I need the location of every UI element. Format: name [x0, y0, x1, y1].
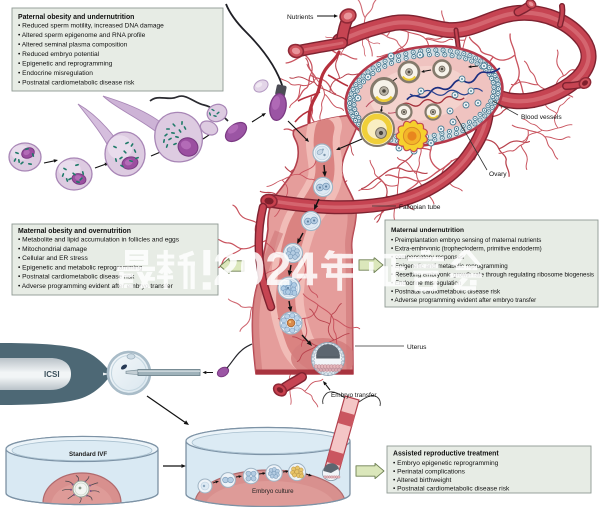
- svg-text:2024: 2024: [213, 242, 318, 295]
- svg-text:• Epigenetic and metabolic rep: • Epigenetic and metabolic reprogramming: [391, 263, 508, 270]
- svg-text:• Reduced sperm motility, incr: • Reduced sperm motility, increased DNA …: [18, 23, 164, 30]
- svg-text:Uterus: Uterus: [407, 344, 427, 351]
- svg-text:Blood vessels: Blood vessels: [521, 114, 562, 121]
- svg-text:• Perinatal complications: • Perinatal complications: [393, 468, 466, 475]
- svg-text:ICSI: ICSI: [44, 370, 60, 379]
- svg-text:Embryo culture: Embryo culture: [252, 488, 294, 495]
- svg-text:Maternal obesity and overnutri: Maternal obesity and overnutrition: [18, 228, 131, 235]
- svg-text:• Altered birthweight: • Altered birthweight: [393, 477, 452, 484]
- svg-text:Nutrients: Nutrients: [287, 14, 314, 21]
- svg-text:• Epigenetic and reprogramming: • Epigenetic and reprogramming: [18, 61, 113, 68]
- svg-text:• Adverse programming evident: • Adverse programming evident after embr…: [391, 297, 536, 304]
- svg-text:• Endocrine misregulation: • Endocrine misregulation: [18, 70, 93, 77]
- svg-text:Paternal obesity and undernutr: Paternal obesity and undernutrition: [18, 14, 134, 21]
- svg-text:Ovary: Ovary: [489, 171, 507, 178]
- svg-text:• Altered sperm epigenome and: • Altered sperm epigenome and RNA profil…: [18, 32, 146, 39]
- svg-text:• Altered seminal plasma compo: • Altered seminal plasma composition: [18, 42, 128, 49]
- svg-text:• Metabolite and lipid accumul: • Metabolite and lipid accumulation in f…: [18, 237, 180, 244]
- svg-text:• Postnatal cardiometabolic di: • Postnatal cardiometabolic disease risk: [18, 274, 135, 281]
- svg-text:Assisted reproductive treatmen: Assisted reproductive treatment: [393, 451, 499, 458]
- svg-text:Standard IVF: Standard IVF: [69, 451, 107, 458]
- svg-text:• Postnatal cardiometabolic di: • Postnatal cardiometabolic disease risk: [393, 486, 510, 493]
- svg-text:Fallopian tube: Fallopian tube: [399, 204, 441, 211]
- svg-text:• Embryo epigenetic reprogramm: • Embryo epigenetic reprogramming: [393, 460, 499, 467]
- svg-text:• Preimplantation embryo sensi: • Preimplantation embryo sensing of mate…: [391, 237, 541, 244]
- svg-text:• Mitochondrial damage: • Mitochondrial damage: [18, 246, 87, 253]
- svg-text:• Adverse programming evident: • Adverse programming evident after embr…: [18, 283, 174, 290]
- svg-text:Maternal undernutrition: Maternal undernutrition: [391, 227, 464, 234]
- svg-text:• Postnatal cardiometabolic di: • Postnatal cardiometabolic disease risk: [391, 289, 501, 296]
- svg-text:• Cellular and ER stress: • Cellular and ER stress: [18, 255, 88, 262]
- svg-text:• Postnatal cardiometabolic di: • Postnatal cardiometabolic disease risk: [18, 80, 135, 87]
- svg-text:Embryo transfer: Embryo transfer: [331, 392, 377, 399]
- svg-text:• Reduced embryo potential: • Reduced embryo potential: [18, 51, 100, 58]
